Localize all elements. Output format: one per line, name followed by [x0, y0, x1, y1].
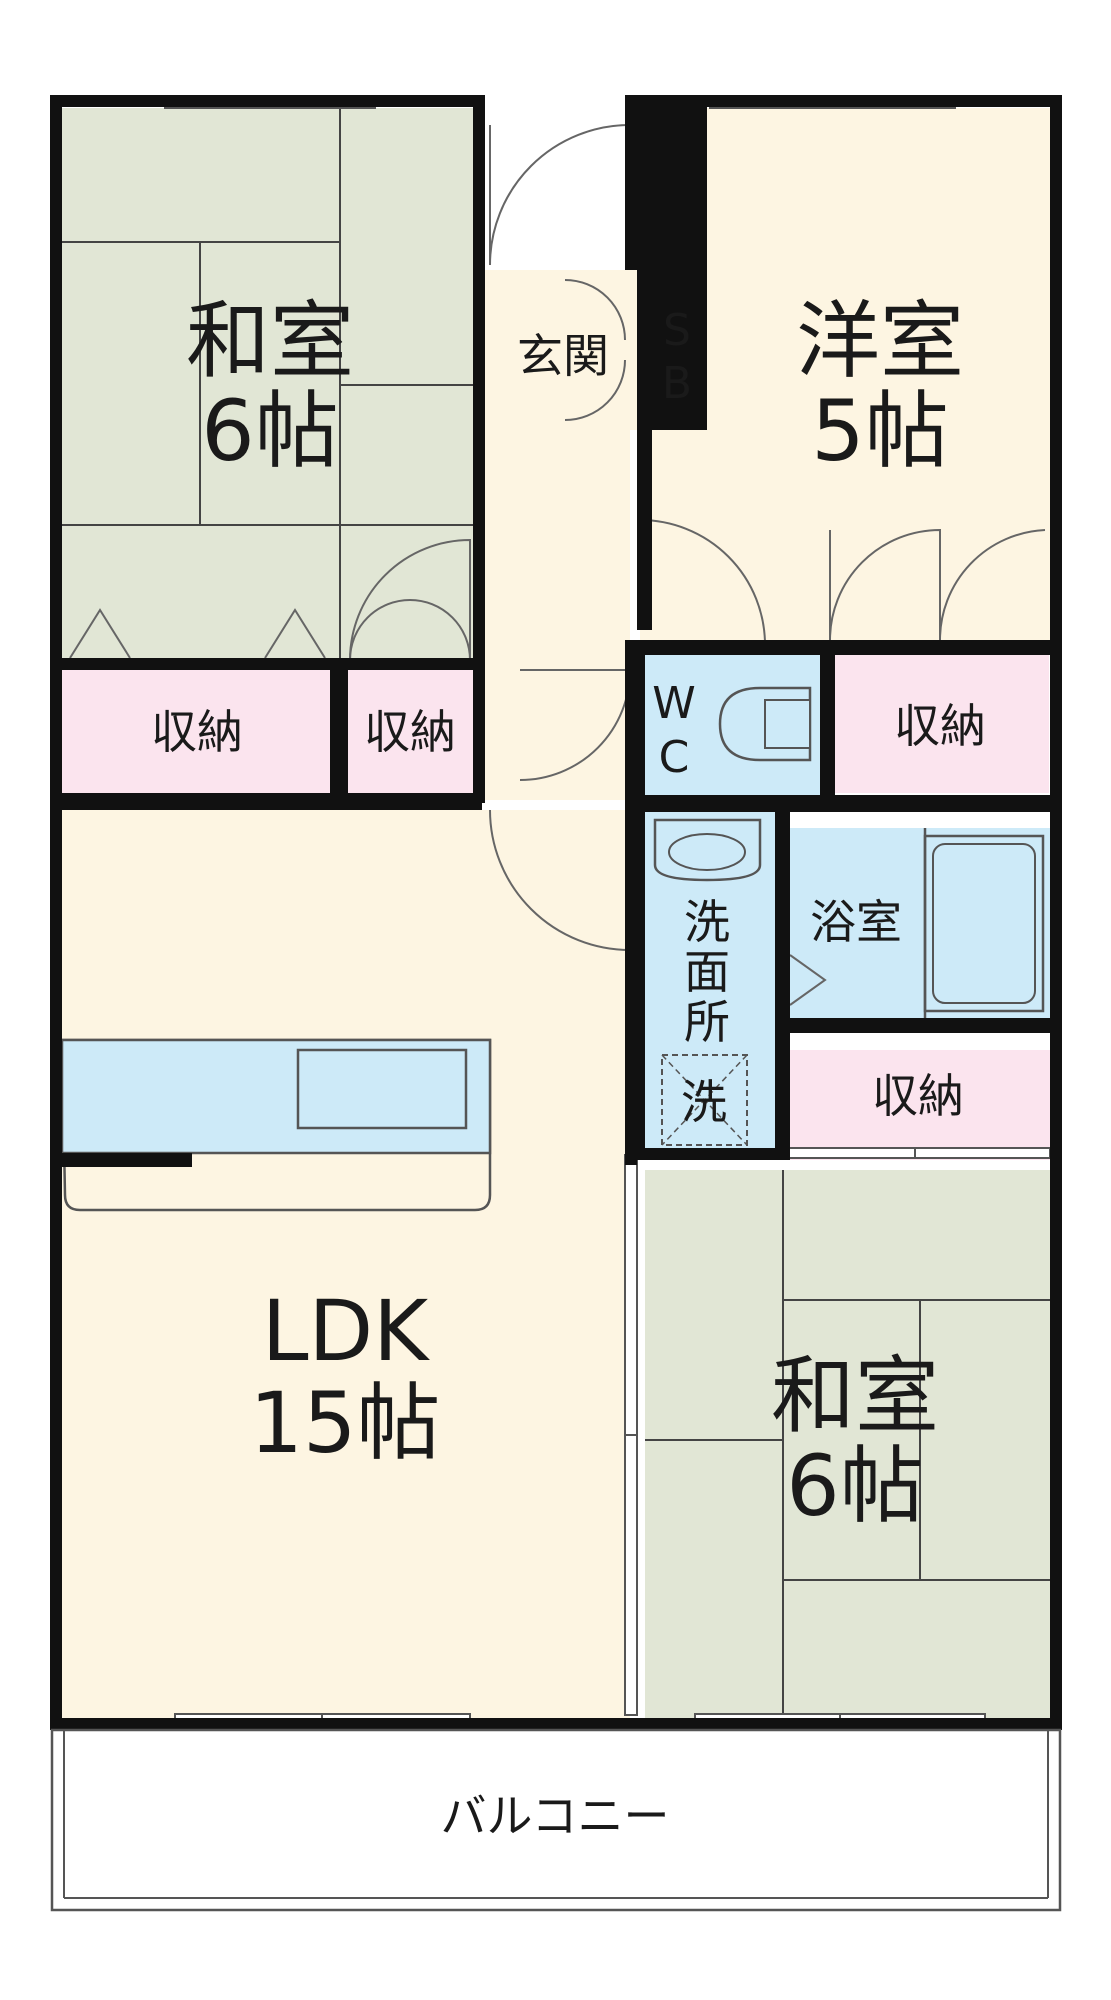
bathroom-name: 浴室	[810, 895, 902, 949]
door-swing-ldk	[489, 809, 631, 952]
balcony-outline	[50, 1728, 1062, 1912]
balcony-name: バルコニー	[440, 1789, 669, 1843]
kitchen-range-hood	[62, 1153, 192, 1167]
door-swing-entrance	[489, 124, 631, 266]
genkan-floor	[482, 270, 646, 430]
basin-bowl	[668, 833, 746, 871]
walls	[50, 95, 1062, 1730]
kitchen-sink	[296, 1048, 468, 1130]
door-swing-storage2	[349, 599, 471, 661]
shoe-box-line2: B	[662, 358, 692, 409]
bath-step-marker	[789, 954, 827, 1006]
washer-space	[661, 1054, 748, 1146]
washroom-line2: 面	[684, 945, 730, 999]
storage-1-floor	[62, 670, 332, 793]
washitsu-bottom-size: 6帖	[786, 1437, 923, 1535]
washitsu-top-floor	[62, 108, 482, 658]
washitsu-top-name: 和室	[186, 292, 354, 390]
door-swing-closet	[829, 528, 1046, 641]
toilet-tank	[764, 699, 811, 749]
toilet-line2: C	[659, 732, 690, 783]
ldk-size: 15帖	[250, 1374, 441, 1472]
storage-4-floor	[785, 1050, 1050, 1160]
tatami-marker	[69, 608, 131, 659]
storage-4-name: 収納	[872, 1069, 964, 1123]
genkan-name: 玄関	[517, 329, 609, 383]
ldk-floor	[62, 810, 630, 1720]
washroom-line3: 所	[684, 995, 730, 1049]
washitsu-bottom-name: 和室	[771, 1347, 939, 1445]
washitsu-top-size: 6帖	[201, 382, 338, 480]
ldk-name: LDK	[262, 1282, 430, 1380]
youshitsu-floor-lower	[640, 430, 1050, 641]
tatami-lines-top	[62, 108, 482, 658]
door-swing-genkan	[564, 279, 626, 421]
washroom-line1: 洗	[684, 895, 730, 949]
shoe-box-line1: S	[663, 305, 691, 356]
door-swing-washitsu	[349, 538, 471, 661]
youshitsu-name: 洋室	[796, 292, 964, 390]
toilet-line1: W	[652, 678, 696, 729]
tatami-lines-bottom	[645, 1170, 1050, 1720]
youshitsu-size: 5帖	[811, 382, 948, 480]
bathtub-inner	[932, 843, 1036, 1004]
washitsu-bottom-floor	[645, 1170, 1050, 1720]
storage-1-name: 収納	[151, 705, 243, 759]
storage-2-floor	[348, 670, 480, 793]
storage-3-name: 収納	[894, 699, 986, 753]
door-swing-youshitsu	[639, 519, 767, 646]
tatami-marker	[264, 608, 326, 659]
washer-label: 洗	[681, 1075, 727, 1129]
storage-2-name: 収納	[364, 705, 456, 759]
storage-3-floor	[835, 655, 1049, 793]
